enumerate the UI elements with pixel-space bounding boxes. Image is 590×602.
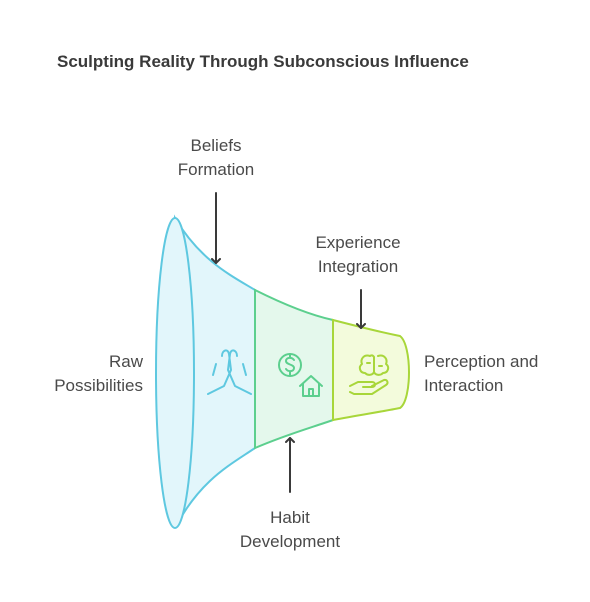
label-line: Interaction [424, 376, 503, 395]
arrows [211, 192, 366, 493]
label-raw-possibilities: Raw Possibilities [54, 352, 144, 395]
brain-hand-icon [349, 354, 390, 395]
label-line: Perception and [424, 352, 538, 371]
label-line: Integration [318, 257, 398, 276]
praying-hands-icon [207, 349, 252, 395]
funnel [155, 214, 410, 529]
label-line: Raw [109, 352, 144, 371]
label-beliefs-formation: Beliefs Formation [178, 136, 255, 179]
label-line: Experience [315, 233, 400, 252]
label-habit-development: Habit Development [240, 508, 340, 551]
funnel-mouth [155, 217, 195, 529]
label-line: Possibilities [54, 376, 143, 395]
diagram-title: Sculpting Reality Through Subconscious I… [57, 52, 469, 71]
money-house-icon [278, 353, 323, 397]
label-line: Formation [178, 160, 255, 179]
label-perception-interaction: Perception and Interaction [424, 352, 538, 395]
funnel-section-perception [332, 318, 410, 422]
label-line: Habit [270, 508, 310, 527]
label-line: Development [240, 532, 340, 551]
label-line: Beliefs [190, 136, 241, 155]
label-experience-integration: Experience Integration [315, 233, 400, 276]
